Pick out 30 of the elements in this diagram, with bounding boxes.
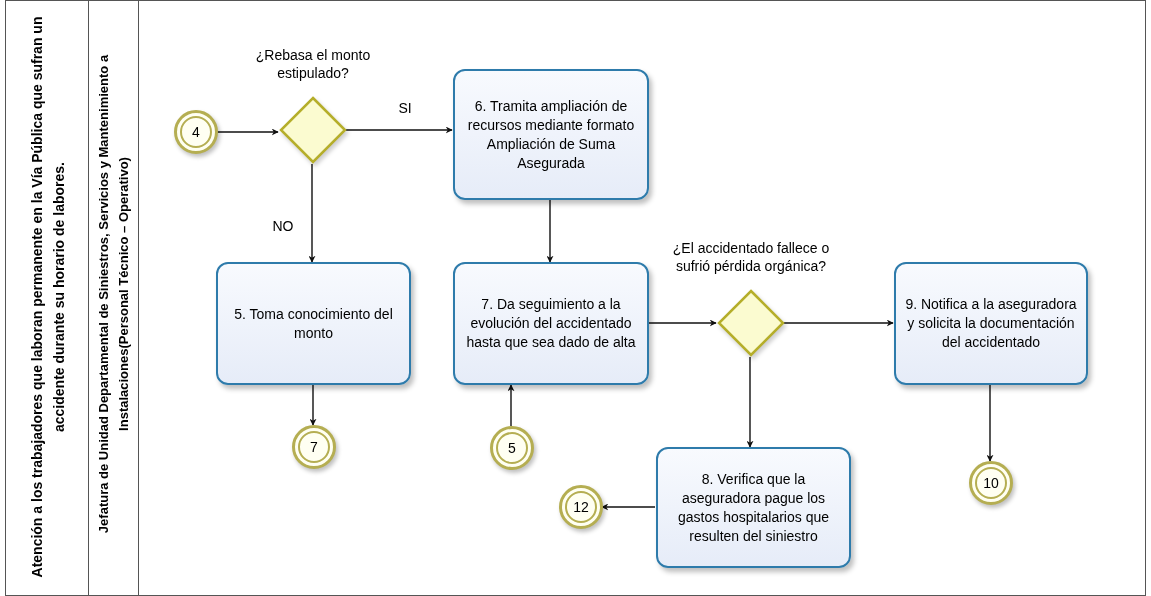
sequence-arrow xyxy=(546,199,554,263)
task-box xyxy=(453,262,649,385)
sequence-arrow xyxy=(345,126,453,134)
sequence-arrow xyxy=(986,384,994,462)
task-box xyxy=(453,69,649,200)
decision-question: ¿El accidentado fallece o sufrió pérdida orgánica? xyxy=(671,239,831,275)
sequence-arrow xyxy=(783,319,894,327)
lane-title: Jefatura de Unidad Departamental de Siniestros, Servicios y Mantenimiento a Instalaciones(Personal Técnico – Operativo) xyxy=(95,53,132,536)
sequence-arrow xyxy=(308,163,316,263)
sequence-arrow xyxy=(507,384,515,427)
task-box xyxy=(894,262,1088,385)
task-text: 6. Tramita ampliación de recursos mediante formato Ampliación de Suma Asegurada xyxy=(466,96,636,173)
decision-question: ¿Rebasa el monto estipulado? xyxy=(254,46,372,82)
task-text: 8. Verifica que la aseguradora pague los gastos hospitalarios que resulten del siniestro xyxy=(677,469,830,546)
sequence-arrow xyxy=(216,128,279,136)
task-text: 7. Da seguimiento a la evolución del accidentado hasta que sea dado de alta xyxy=(465,295,637,352)
sequence-arrow xyxy=(647,319,717,327)
event-number: 4 xyxy=(192,122,200,142)
sequence-arrow xyxy=(601,503,656,511)
task-text: 5. Toma conocimiento del monto xyxy=(233,304,394,343)
sequence-arrow xyxy=(309,384,317,426)
sequence-arrow xyxy=(746,356,754,448)
event-number: 12 xyxy=(573,497,589,517)
event-number: 10 xyxy=(983,473,999,493)
event-number: 7 xyxy=(310,437,318,457)
task-box xyxy=(216,262,411,385)
task-text: 9. Notifica a la aseguradora y solicita la documentación del accidentado xyxy=(904,295,1078,352)
task-box xyxy=(656,447,851,568)
event-number: 5 xyxy=(508,438,516,458)
pool-title: Atención a los trabajadores que laboran permanente en la Vía Pública que sufran un accidente durante su horario de labores. xyxy=(27,15,68,580)
